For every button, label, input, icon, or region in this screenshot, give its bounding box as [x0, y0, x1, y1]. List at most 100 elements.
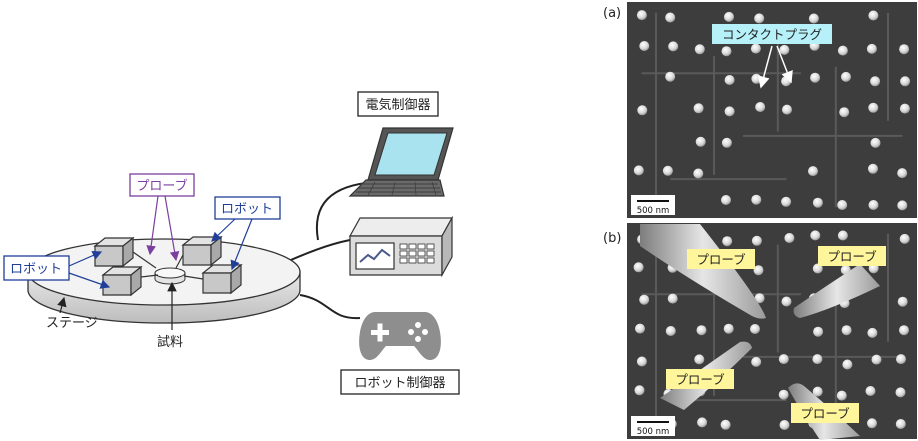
gamepad-icon [359, 312, 441, 360]
robot-controller-label-box [340, 369, 460, 395]
contact-plug-dot [810, 230, 821, 241]
contact-plug-dot [755, 102, 766, 112]
contact-plug-dot [724, 11, 734, 22]
probe-arrow-1 [146, 195, 159, 256]
contact-plug-dot [867, 418, 877, 429]
robot-label-left: ロボット [10, 262, 62, 277]
contact-plug-callout-box [712, 24, 832, 44]
contact-plug-dot [837, 45, 848, 56]
contact-plug-dot [837, 200, 848, 210]
robot-label-right: ロボット [221, 202, 273, 217]
contact-plug-dot [836, 390, 847, 401]
contact-plug-dot [866, 43, 877, 54]
contact-plug-dot [779, 420, 790, 430]
contact-plug-dot [781, 196, 792, 207]
contact-plug-dot [693, 168, 704, 179]
contact-plug-dot [697, 417, 708, 428]
panel-b: (b) プローブ プローブ プローブ プローブ 500 nm [603, 223, 917, 440]
probe-needle-top-right [793, 264, 880, 318]
probe-needle-top-left [640, 224, 766, 319]
contact-plug-dot [842, 359, 853, 370]
probe-label-1: プローブ [696, 252, 746, 267]
contact-plug-dot [667, 293, 678, 304]
panel-b-scale-label: 500 nm [637, 427, 670, 437]
cable-stage-gamepad [299, 294, 361, 320]
probe-label-3: プローブ [675, 372, 725, 387]
contact-plug-dot [813, 326, 824, 337]
contact-plug-dot [753, 265, 764, 276]
contact-plug-dot [897, 168, 908, 179]
schematic: プローブ ロボット ロボット ステージ 試料 電気制御器 [3, 91, 460, 395]
contact-plug-dot [754, 293, 765, 304]
robot-box-front-right [183, 263, 243, 295]
contact-plug-dot [635, 323, 645, 334]
contact-plug-dot [899, 103, 910, 114]
contact-plug-callout: コンタクトプラグ [722, 27, 822, 42]
robot-label-right-box [214, 196, 281, 220]
probe-label-2: プローブ [827, 249, 877, 264]
stage-label: ステージ [46, 316, 98, 331]
contact-plug-dot [781, 296, 792, 307]
contact-plug-dot [754, 13, 765, 24]
probe-label-4: プローブ [800, 406, 850, 421]
contact-plug-dot [782, 104, 792, 115]
contact-plug-dot [895, 419, 906, 429]
contact-plug-dot [665, 326, 676, 336]
contact-plug-dot [633, 165, 644, 176]
contact-plug-dot [694, 354, 705, 365]
contact-plug-dot [750, 324, 760, 334]
contact-plug-dot [720, 419, 731, 430]
probe-arrow-2 [164, 195, 180, 262]
contact-plug-dot [865, 386, 876, 396]
contact-plug-dot [899, 233, 910, 244]
probe-label-3-box [666, 369, 734, 389]
probe-label-4-box [791, 403, 859, 423]
stage-arrow [57, 296, 67, 314]
contact-plug-dot [639, 41, 650, 51]
robot-controller-label: ロボット制御器 [354, 376, 445, 391]
contact-plug-dot [871, 354, 882, 365]
electric-controller-label-box [357, 91, 439, 117]
contact-plug-dot [721, 137, 732, 148]
contact-plug-dot [868, 102, 879, 113]
contact-plug-dot [839, 107, 850, 118]
contact-plug-dot [751, 73, 762, 84]
contact-plug-dot [722, 236, 733, 247]
contact-plug-dot [751, 235, 762, 246]
contact-plug-dot [665, 71, 676, 82]
contact-plug-dot [841, 71, 851, 82]
electric-controller-box [348, 215, 454, 278]
contact-plug-dot [868, 163, 878, 174]
contact-plug-dot [784, 233, 795, 243]
contact-plug-dot [808, 166, 818, 177]
contact-plug-dot [778, 354, 789, 365]
contact-plug-dot [895, 387, 906, 398]
robot-arrow-right-2 [230, 218, 253, 271]
contact-plug-dot [870, 76, 881, 87]
robot-arrow-left-1 [68, 250, 103, 267]
callout-arrow-2 [776, 45, 793, 84]
panel-a-trenches [641, 12, 903, 208]
contact-plug-dot [870, 137, 881, 148]
contact-plug-dot [900, 76, 911, 87]
contact-plug-dot [751, 356, 762, 367]
contact-plug-dot [837, 230, 848, 241]
sample-label: 試料 [157, 334, 183, 350]
panel-b-tag: (b) [603, 231, 621, 246]
contact-plug-dot [662, 165, 673, 176]
contact-plug-dot [634, 385, 645, 396]
contact-plug-dot [896, 354, 906, 365]
contact-plug-dot [750, 43, 761, 54]
contact-plug-dot [868, 200, 879, 210]
robot-arrow-left-2 [68, 272, 111, 289]
contact-plug-dot [808, 13, 819, 24]
callout-arrow-1 [757, 45, 773, 89]
contact-plug-dot [724, 106, 735, 117]
contact-plug-dot [812, 197, 823, 208]
panel-a-scale-label: 500 nm [637, 206, 670, 216]
contact-plug-dot [724, 75, 735, 85]
contact-plug-dot [633, 262, 644, 273]
probe-label-box [129, 173, 195, 197]
